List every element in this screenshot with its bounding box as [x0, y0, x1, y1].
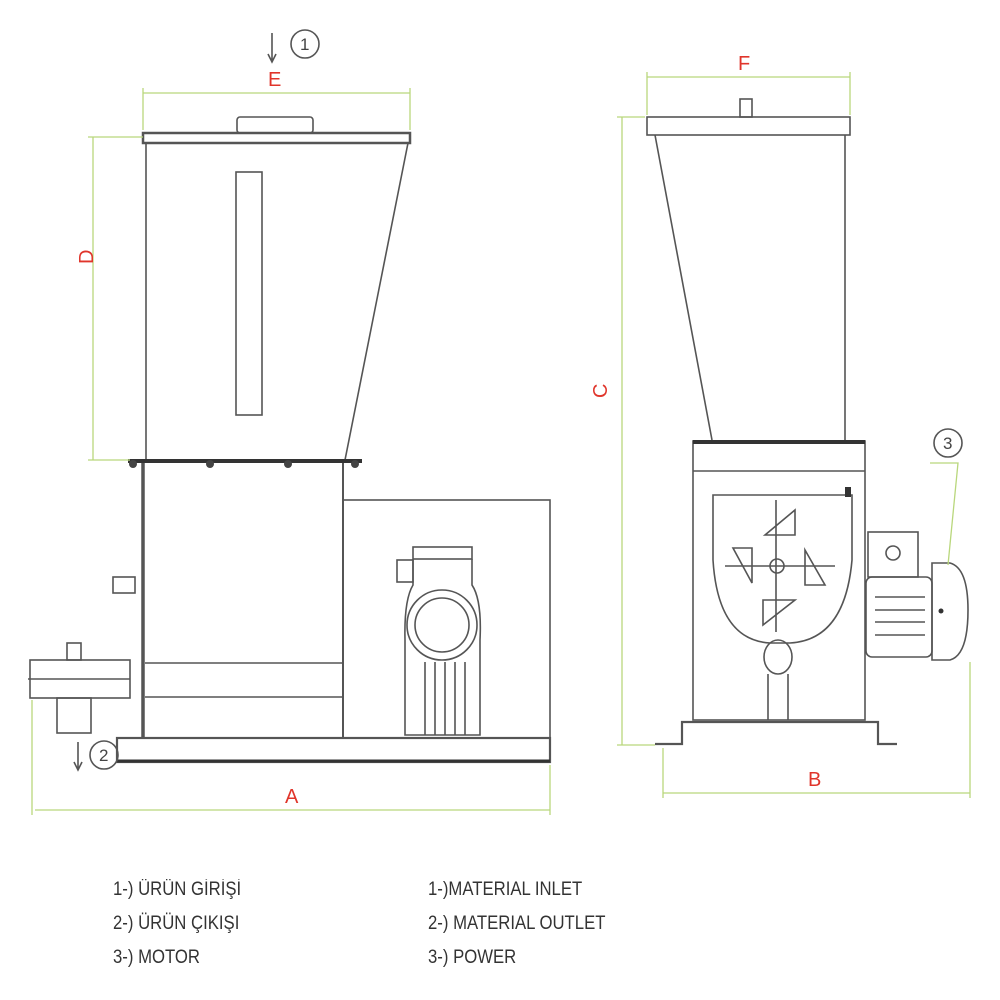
flange-bolts: [129, 460, 359, 468]
hopper: [145, 142, 409, 461]
dimension-lines: [31, 72, 971, 815]
legend-turkish: 1-) ÜRÜN GİRİŞİ 2-) ÜRÜN ÇIKIŞI 3-) MOTO…: [113, 873, 241, 975]
outlet: [28, 642, 131, 734]
down-arrow-icon: [267, 33, 277, 64]
callout-power: 3: [933, 428, 963, 458]
svg-text:1: 1: [300, 35, 309, 54]
fan-cover: [931, 562, 969, 661]
svg-text:3: 3: [943, 434, 952, 453]
legend-item: 2-) ÜRÜN ÇIKIŞI: [113, 913, 240, 934]
legend-item: 3-) POWER: [428, 947, 517, 968]
dimension-e-label: E: [268, 69, 281, 91]
base-feet: [655, 720, 897, 746]
lid-handle-side: [739, 98, 753, 118]
hopper-lid: [141, 131, 412, 145]
legend-item: 1-) ÜRÜN GİRİŞİ: [113, 879, 242, 900]
trough: [712, 494, 853, 644]
dimension-b-label: B: [808, 769, 821, 791]
motor-enclosure: [342, 499, 551, 739]
side-port: [112, 576, 136, 594]
electric-motor: [865, 531, 969, 661]
sight-window: [235, 171, 263, 416]
legend-english: 1-)MATERIAL INLET 2-) MATERIAL OUTLET 3-…: [428, 873, 605, 975]
front-view: [28, 116, 552, 764]
svg-text:2: 2: [99, 746, 108, 765]
dimension-f-label: F: [738, 53, 750, 75]
callout-inlet: 1: [267, 29, 320, 64]
hopper-side: [654, 134, 846, 441]
mixer-body-side: [692, 440, 866, 721]
lid-handle: [236, 116, 314, 134]
dimension-a-label: A: [285, 786, 299, 808]
legend-item: 3-) MOTOR: [113, 947, 201, 968]
agitator: [725, 487, 851, 720]
legend-item: 1-)MATERIAL INLET: [428, 879, 583, 900]
hopper-lid-side: [646, 116, 851, 136]
base-plate: [115, 736, 552, 764]
dimension-c-label: C: [590, 384, 612, 398]
legend-item: 2-) MATERIAL OUTLET: [428, 913, 606, 934]
dimension-d-label: D: [76, 250, 98, 264]
down-arrow-icon: [73, 742, 83, 772]
gear-motor: [396, 546, 482, 736]
side-view: [646, 98, 969, 746]
callout-outlet: 2: [73, 740, 119, 772]
